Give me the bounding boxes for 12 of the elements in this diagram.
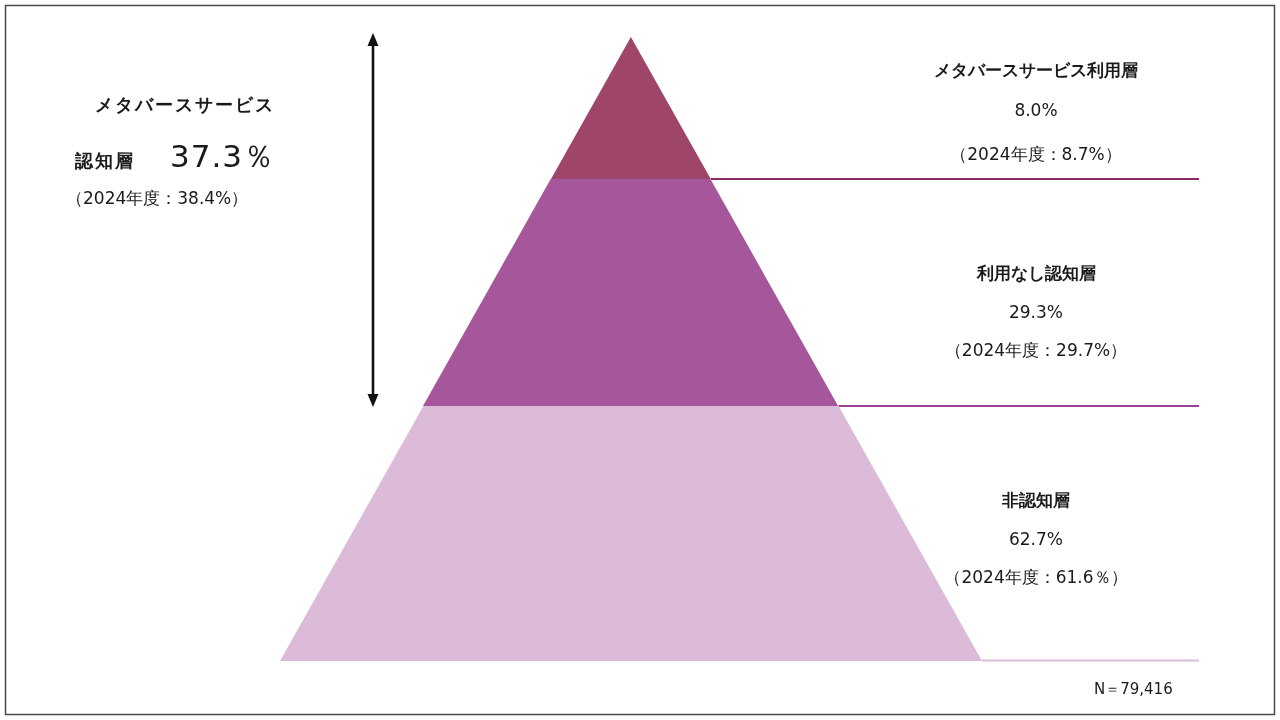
comparison-text: （2024年度：8.7%） <box>950 143 1122 165</box>
awareness-label: メタバースサービス認知層 37.3％ <box>75 93 277 176</box>
comparison-text: （2024年度：61.6％） <box>944 566 1128 588</box>
tier-label: 利用なし認知層 <box>976 262 1096 284</box>
tier-label: メタバースサービス利用層 <box>934 59 1138 81</box>
tier-label: 非認知層 <box>1002 489 1070 511</box>
percentage-text: 62.7% <box>1009 528 1063 550</box>
percentage-text: 29.3% <box>1009 301 1063 323</box>
sample-size-note: N＝79,416 <box>1094 679 1173 699</box>
percentage-text: 8.0% <box>1014 99 1058 121</box>
comparison-text: （2024年度：29.7%） <box>944 339 1128 361</box>
comparison-text: （2024年度：38.4%） <box>66 187 249 209</box>
